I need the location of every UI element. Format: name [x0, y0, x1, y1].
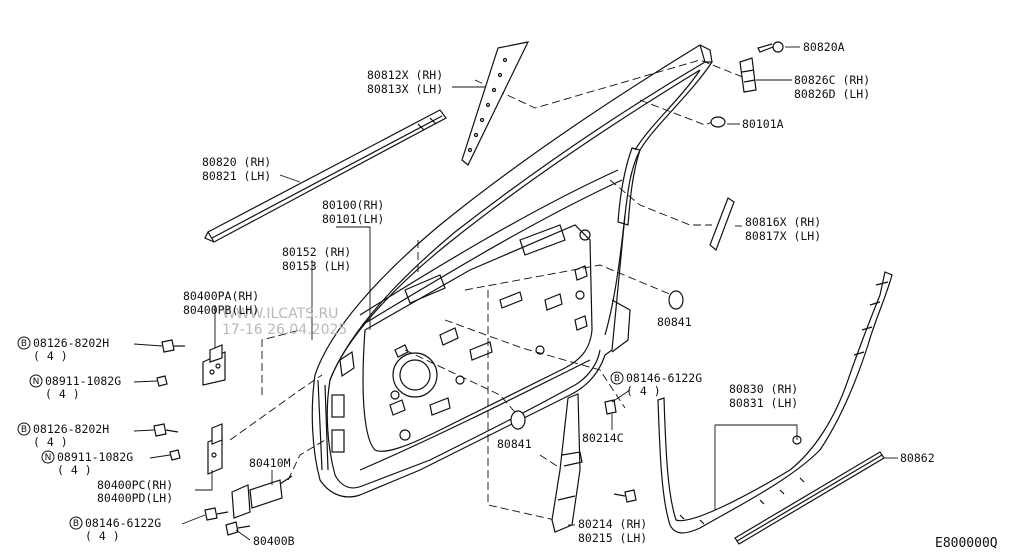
nut-symbol-2: N	[45, 453, 52, 463]
bolt-symbol-icon	[69, 516, 83, 530]
nut-symbol-1: N	[33, 377, 40, 387]
label-80400PB: 80400PB(LH)	[183, 303, 259, 317]
label-bolt-08126-upper-qty: ( 4 )	[33, 349, 68, 363]
label-80400PD: 80400PD(LH)	[97, 491, 173, 505]
label-nut-08911-lower-qty: ( 4 )	[57, 463, 92, 477]
label-bolt-08146-pillar-qty: ( 4 )	[626, 384, 661, 398]
label-nut-08911-lower: 08911-1082G	[57, 450, 133, 464]
label-80400PA: 80400PA(RH)	[183, 289, 259, 303]
bolt-symbol-4: B	[614, 374, 620, 384]
label-80862: 80862	[900, 451, 935, 465]
label-80841-lower: 80841	[497, 437, 532, 451]
label-80820A: 80820A	[803, 40, 845, 54]
diagram-code: E800000Q	[935, 536, 998, 551]
label-80816X: 80816X (RH)	[745, 215, 821, 229]
label-80812X: 80812X (RH)	[367, 68, 443, 82]
screw-80820A	[757, 41, 784, 53]
sash-tape-80812X	[461, 41, 530, 166]
label-80101A: 80101A	[742, 117, 784, 131]
weatherstrip-80830	[657, 271, 893, 534]
bolt-symbol-1: B	[21, 339, 27, 349]
bolt-symbol-icon	[610, 371, 624, 385]
label-80817X: 80817X (LH)	[745, 229, 821, 243]
label-80152: 80152 (RH)	[282, 245, 351, 259]
part-labels: 80820A 80826C (RH) 80826D (LH) 80812X (R…	[17, 40, 998, 551]
label-80841-upper: 80841	[657, 315, 692, 329]
label-bolt-08146-pillar: 08146-6122G	[626, 371, 702, 385]
label-80831: 80831 (LH)	[729, 396, 798, 410]
label-bolt-08126-lower-qty: ( 4 )	[33, 435, 68, 449]
label-80820: 80820 (RH)	[202, 155, 271, 169]
bolt-symbol-3: B	[73, 519, 79, 529]
assembly-dashed-lines	[229, 59, 746, 521]
label-80821: 80821 (LH)	[202, 169, 271, 183]
front-door-panel	[311, 44, 713, 498]
label-bolt-08146-hinge-qty: ( 4 )	[85, 529, 120, 543]
label-80215: 80215 (LH)	[578, 531, 647, 545]
label-80400PC: 80400PC(RH)	[97, 478, 173, 492]
bolt-symbol-2: B	[21, 425, 27, 435]
label-bolt-08126-upper: 08126-8202H	[33, 336, 109, 350]
nut-symbol-icon	[41, 450, 55, 464]
upper-hinge-80400PA	[202, 344, 226, 386]
leader-lines	[133, 46, 898, 541]
watermark-line-2: 17-16 26.04.2025	[222, 322, 347, 338]
label-80826D: 80826D (LH)	[794, 87, 870, 101]
label-80214C: 80214C	[582, 431, 624, 445]
bolt-symbol-icon	[17, 422, 31, 436]
pillar-finisher-80214	[551, 393, 583, 533]
label-80400B: 80400B	[253, 534, 295, 548]
belt-moulding-80820	[204, 109, 447, 243]
watermark-line-1: WWW.ILCATS.RU	[222, 306, 338, 322]
label-80830: 80830 (RH)	[729, 382, 798, 396]
label-nut-08911-upper-qty: ( 4 )	[45, 387, 80, 401]
label-80813X: 80813X (LH)	[367, 82, 443, 96]
sill-strip-80862	[734, 451, 885, 545]
label-bolt-08126-lower: 08126-8202H	[33, 422, 109, 436]
nut-symbol-icon	[29, 374, 43, 388]
bolt-symbol-icon	[17, 336, 31, 350]
label-80826C: 80826C (RH)	[794, 73, 870, 87]
label-80101: 80101(LH)	[322, 212, 384, 226]
label-80153: 80153 (LH)	[282, 259, 351, 273]
corner-piece-80826C	[739, 57, 757, 93]
label-nut-08911-upper: 08911-1082G	[45, 374, 121, 388]
label-80100: 80100(RH)	[322, 198, 384, 212]
label-80214: 80214 (RH)	[578, 517, 647, 531]
sash-tape-80816X	[709, 197, 735, 252]
door-check-80410M	[231, 475, 293, 519]
fasteners	[153, 339, 637, 536]
label-bolt-08146-hinge: 08146-6122G	[85, 516, 161, 530]
lower-hinge-80400PC	[207, 423, 223, 475]
label-80410M: 80410M	[249, 456, 291, 470]
plugs	[510, 116, 726, 430]
